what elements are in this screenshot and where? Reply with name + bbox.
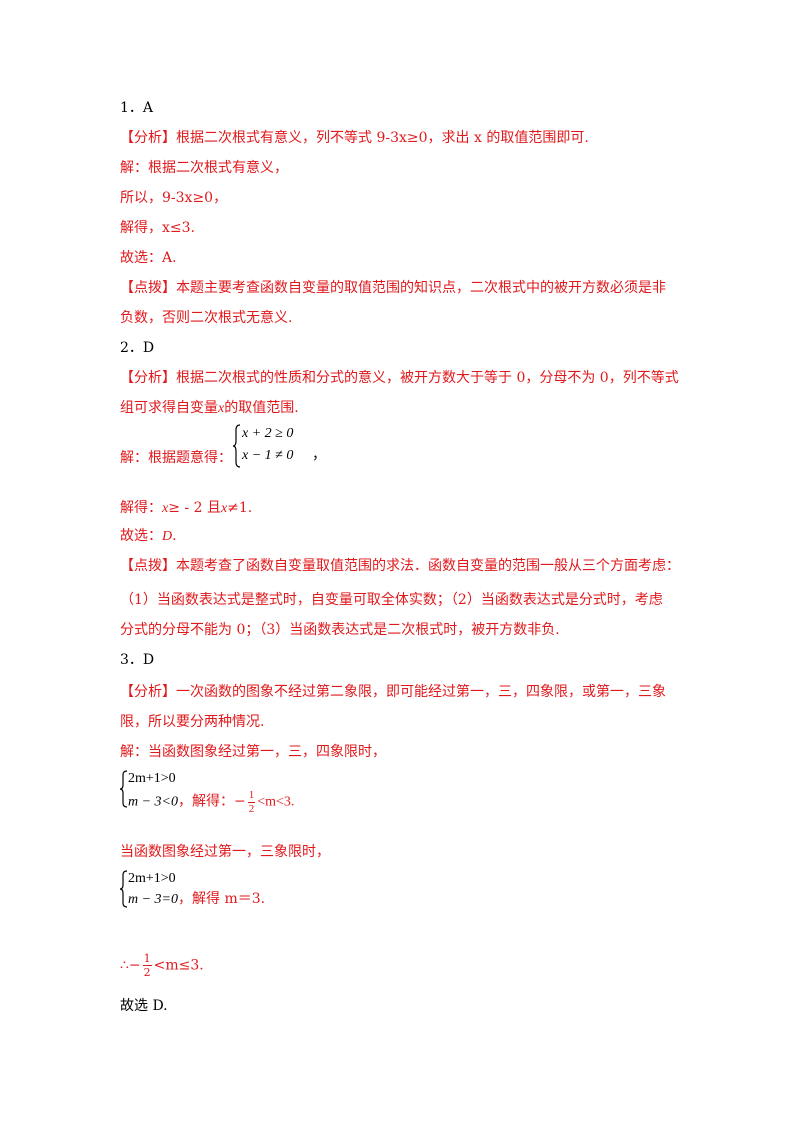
q2-system-suffix: ， [312, 448, 326, 463]
q2-analysis-cont: 组可求得自变量x的取值范围. [120, 400, 299, 416]
q3-system2-line-2: m − 3=0，解得 m＝3. [128, 891, 266, 907]
q1-solution-line-3: 解得，x≤3. [120, 220, 195, 236]
q1-solution-line-1: 解：根据二次根式有意义， [120, 160, 288, 176]
q1-note: 【点拨】本题主要考查函数自变量的取值范围的知识点，二次根式中的被开方数必须是非 [120, 278, 666, 298]
q1-solution-line-2: 所以，9-3x≥0， [120, 190, 228, 206]
q1-analysis: 【分析】根据二次根式有意义，列不等式 9-3x≥0，求出 x 的取值范围即可. [120, 128, 589, 148]
analysis-tag: 【分析】 [120, 684, 176, 700]
q1-note-cont: 负数，否则二次根式无意义. [120, 310, 293, 326]
note-text: 本题考查了函数自变量取值范围的求法．函数自变量的范围一般从三个方面考虑： [176, 558, 680, 574]
note-tag: 【点拨】 [120, 558, 176, 574]
q3-case-1: 解：当函数图象经过第一，三，四象限时， [120, 744, 386, 760]
analysis-tag: 【分析】 [120, 130, 176, 146]
q3-analysis-cont: 限，所以要分两种情况. [120, 714, 265, 730]
q2-note: 【点拨】本题考查了函数自变量取值范围的求法．函数自变量的范围一般从三个方面考虑： [120, 556, 680, 576]
q2-title: 2．D [120, 340, 155, 356]
q1-choice: 故选：A. [120, 250, 177, 266]
analysis-text: 根据二次根式的性质和分式的意义，被开方数大于等于 0，分母不为 0，列不等式 [176, 370, 679, 386]
analysis-text: 一次函数的图象不经过第二象限，即可能经过第一，三，四象限，或第一，三象 [176, 684, 666, 700]
q2-system-line-2: x − 1 ≠ 0 [242, 448, 294, 463]
q2-note-cont-1: （1）当函数表达式是整式时，自变量可取全体实数；（2）当函数表达式是分式时，考虑 [120, 592, 663, 608]
variable-x: x [218, 401, 225, 416]
note-text: 本题主要考查函数自变量的取值范围的知识点，二次根式中的被开方数必须是非 [176, 280, 666, 296]
note-tag: 【点拨】 [120, 280, 176, 296]
q3-title: 3．D [120, 652, 155, 668]
q3-system1-line-1: 2m+1>0 [128, 771, 176, 786]
q2-note-cont-2: 分式的分母不能为 0；（3）当函数表达式是二次根式时，被开方数非负. [120, 622, 560, 638]
q2-solution-prefix: 解：根据题意得： [120, 450, 232, 466]
left-brace-icon [232, 424, 241, 468]
q2-analysis: 【分析】根据二次根式的性质和分式的意义，被开方数大于等于 0，分母不为 0，列不… [120, 368, 679, 388]
q3-case-2: 当函数图象经过第一，三象限时， [120, 844, 330, 860]
q3-choice: 故选 D. [120, 998, 168, 1014]
q2-choice: 故选：D. [120, 528, 177, 544]
q3-analysis: 【分析】一次函数的图象不经过第二象限，即可能经过第一，三，四象限，或第一，三象 [120, 682, 666, 702]
left-brace-icon [119, 770, 128, 808]
analysis-tag: 【分析】 [120, 370, 176, 386]
q3-system2-line-1: 2m+1>0 [128, 871, 176, 886]
analysis-text: 根据二次根式有意义，列不等式 9-3x≥0，求出 x 的取值范围即可. [176, 130, 589, 146]
q2-system-line-1: x + 2 ≥ 0 [242, 426, 294, 441]
q1-title: 1．A [120, 100, 154, 116]
q2-result: 解得：x≥ - 2 且x≠1. [120, 500, 253, 516]
left-brace-icon [119, 870, 128, 908]
